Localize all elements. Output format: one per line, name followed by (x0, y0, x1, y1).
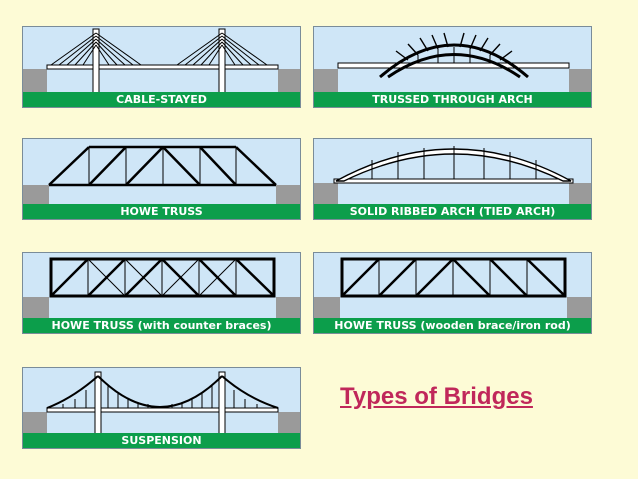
bridge-label: HOWE TRUSS (wooden brace/iron rod) (314, 318, 591, 333)
bridge-label: CABLE-STAYED (23, 92, 300, 107)
bridge-label: HOWE TRUSS (23, 204, 300, 219)
cable-stayed-illustration (23, 28, 300, 95)
bridge-panel-howe-truss-counter: HOWE TRUSS (with counter braces) (22, 252, 301, 334)
bridge-panel-trussed-through-arch: TRUSSED THROUGH ARCH (313, 26, 592, 108)
solid-ribbed-arch-illustration (314, 146, 591, 206)
bridge-panel-cable-stayed: CABLE-STAYED (22, 26, 301, 108)
howe-truss-counter-illustration (23, 257, 300, 320)
suspension-illustration (23, 371, 300, 436)
bridge-panel-solid-ribbed-arch: SOLID RIBBED ARCH (TIED ARCH) (313, 138, 592, 220)
bridge-label: SUSPENSION (23, 433, 300, 448)
bridge-label: TRUSSED THROUGH ARCH (314, 92, 591, 107)
trussed-through-arch-illustration (314, 32, 591, 94)
page-title: Types of Bridges (340, 383, 533, 410)
howe-truss-wooden-illustration (314, 257, 591, 320)
bridge-label: HOWE TRUSS (with counter braces) (23, 318, 300, 333)
howe-truss-illustration (23, 145, 300, 206)
bridge-panel-suspension: SUSPENSION (22, 367, 301, 449)
bridge-label: SOLID RIBBED ARCH (TIED ARCH) (314, 204, 591, 219)
bridge-panel-howe-truss: HOWE TRUSS (22, 138, 301, 220)
bridge-panel-howe-truss-wooden: HOWE TRUSS (wooden brace/iron rod) (313, 252, 592, 334)
